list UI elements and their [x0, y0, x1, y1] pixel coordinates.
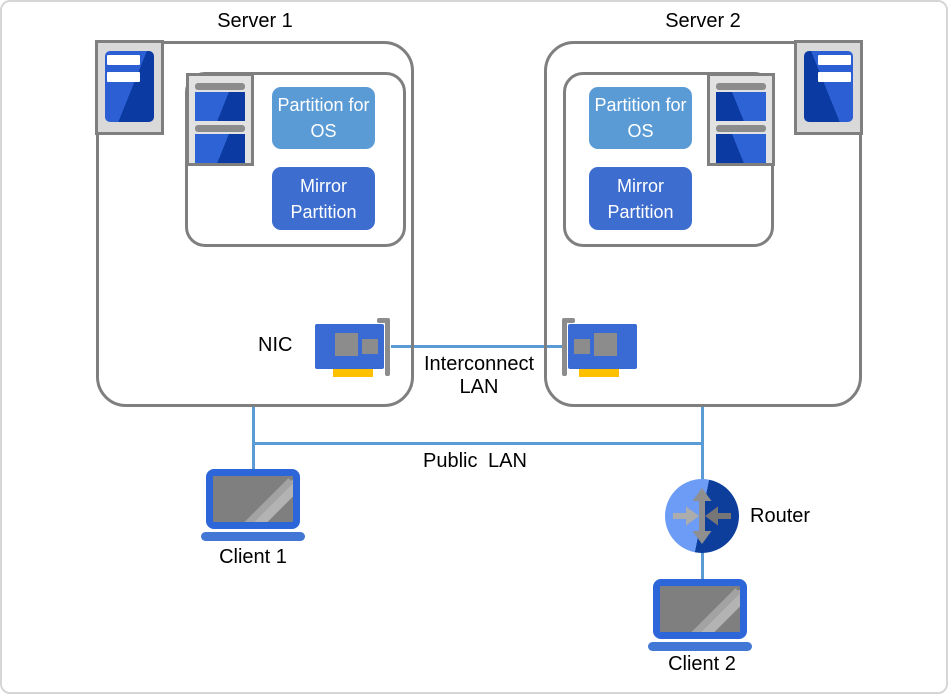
router-arrows	[673, 488, 731, 544]
router-icon	[665, 479, 739, 553]
laptop-base	[648, 642, 752, 651]
nic-bracket	[565, 318, 575, 323]
server1-title: Server 1	[217, 10, 293, 32]
server2-partition-os-node: Partition for OS	[589, 87, 692, 149]
server1-partition-os-node: Partition for OS	[272, 87, 375, 149]
nic-chip	[594, 333, 617, 356]
disk-icon	[707, 73, 775, 166]
disk-icon	[186, 73, 254, 166]
nic-icon	[314, 317, 390, 379]
server2-box	[544, 41, 862, 407]
interconnect-lan-label: Interconnect LAN	[423, 353, 535, 398]
interconnect-lan-line	[391, 345, 567, 348]
server2-mirror-partition-node: Mirror Partition	[589, 167, 692, 230]
nic-connector	[333, 369, 373, 377]
client2-label: Client 2	[668, 653, 736, 675]
tower-server-icon	[95, 40, 164, 135]
tower-drive-bay	[818, 55, 851, 65]
server2-title: Server 2	[665, 10, 741, 32]
laptop-screen	[653, 579, 747, 639]
nic-label: NIC	[258, 334, 293, 356]
disk-cap	[716, 83, 766, 90]
tower-drive-bay	[107, 55, 140, 65]
nic-chip	[574, 339, 590, 354]
laptop-base	[201, 532, 305, 541]
tower-server-icon	[794, 40, 863, 135]
disk-cap	[195, 83, 245, 90]
router-label: Router	[750, 505, 811, 527]
client1-label: Client 1	[219, 546, 287, 568]
disk-platter	[716, 134, 766, 163]
nic-chip	[362, 339, 378, 354]
nic-bracket	[385, 318, 390, 376]
tower-drive-bay	[818, 72, 851, 82]
public-lan-line	[252, 442, 704, 445]
laptop-icon	[648, 578, 752, 651]
mirror-partition-label: Mirror Partition	[607, 175, 674, 222]
nic-connector	[579, 369, 619, 377]
laptop-screen	[206, 469, 300, 529]
tower-drive-bay	[107, 72, 140, 82]
nic-chip	[335, 333, 358, 356]
disk-cap	[195, 125, 245, 132]
nic-bracket	[377, 318, 387, 323]
disk-platter	[195, 92, 245, 121]
disk-platter	[716, 92, 766, 121]
disk-cap	[716, 125, 766, 132]
nic-icon	[562, 317, 638, 379]
disk-platter	[195, 134, 245, 163]
partition-os-label: Partition for OS	[594, 95, 687, 141]
server1-box	[96, 41, 414, 407]
server1-mirror-partition-node: Mirror Partition	[272, 167, 375, 230]
public-lan-label: Public LAN	[423, 450, 527, 472]
laptop-icon	[201, 468, 305, 541]
router-client2-line	[701, 552, 704, 581]
partition-os-label: Partition for OS	[277, 95, 370, 141]
server1-public-lan-line	[252, 406, 255, 469]
nic-bracket	[562, 318, 567, 376]
mirror-partition-label: Mirror Partition	[290, 175, 357, 222]
